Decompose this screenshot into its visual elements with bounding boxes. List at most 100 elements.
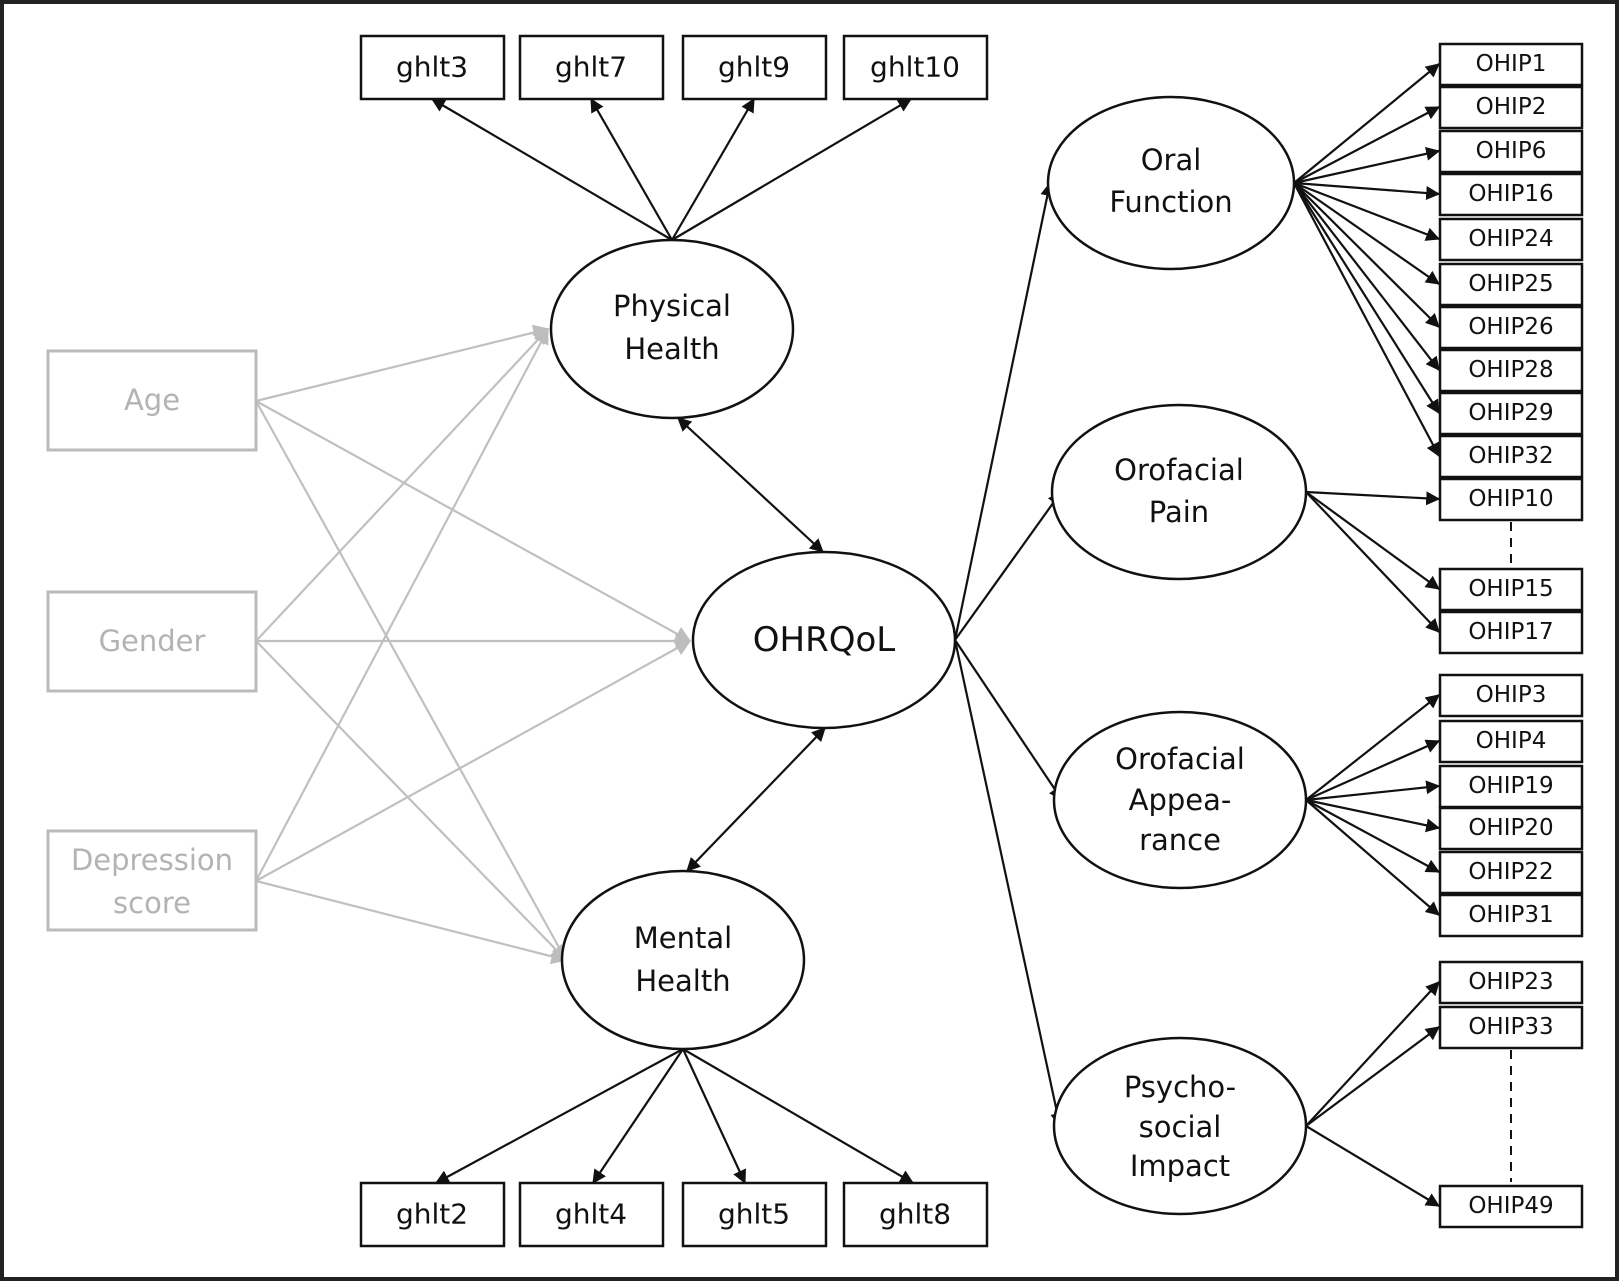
covariate-arrow: [255, 324, 550, 403]
ohip-item: OHIP26: [1438, 305, 1584, 350]
covariate-depression-line1: Depression: [71, 843, 233, 877]
covariate-arrow: [255, 640, 567, 961]
loading-arrow: [434, 1048, 684, 1184]
latent-orofacial-appearance-line1: Orofacial: [1115, 742, 1245, 776]
ohip-item-label: OHIP33: [1468, 1014, 1553, 1040]
ohip-item: OHIP22: [1438, 850, 1584, 895]
latent-psychosocial-impact-line2: social: [1139, 1110, 1222, 1144]
ohip-item: OHIP4: [1438, 719, 1584, 764]
covariate-age: Age: [46, 349, 258, 452]
structural-arrow: [953, 639, 1065, 1128]
item-arrow: [1305, 490, 1441, 506]
structural-arrow: [953, 181, 1055, 641]
ohip-item: OHIP25: [1438, 262, 1584, 307]
ohip-item-label: OHIP16: [1468, 181, 1553, 207]
latent-physical-health: Physical Health: [549, 238, 795, 420]
ohip-item-label: OHIP10: [1468, 486, 1553, 512]
covariate-arrow: [255, 879, 568, 965]
latent-psychosocial-impact-line3: Impact: [1130, 1149, 1230, 1183]
ohip-item-label: OHIP49: [1468, 1193, 1553, 1219]
ohip-item: OHIP17: [1438, 610, 1584, 655]
path-arrows: [255, 63, 1441, 1207]
latent-mental-health: Mental Health: [560, 869, 806, 1051]
ohip-item: OHIP2: [1438, 85, 1584, 130]
loading-arrow: [590, 97, 673, 241]
item-arrow: [1305, 694, 1440, 801]
item-arrow: [1293, 181, 1441, 201]
ohip-item: OHIP3: [1438, 673, 1584, 718]
covariate-arrow: [255, 328, 549, 642]
ohip-item-label: OHIP1: [1476, 51, 1547, 77]
item-arrow: [1305, 799, 1441, 873]
item-arrow: [1305, 491, 1440, 633]
item-arrow: [1305, 739, 1441, 802]
ohip-item-label: OHIP29: [1468, 400, 1553, 426]
ohip-item-label: OHIP4: [1476, 728, 1547, 754]
indicator-ghlt4: ghlt4: [518, 1181, 665, 1248]
correlation-arrow: [677, 417, 824, 553]
indicator-ghlt7-label: ghlt7: [555, 51, 627, 84]
indicator-ghlt3: ghlt3: [359, 34, 506, 101]
ohip-item: OHIP31: [1438, 893, 1584, 938]
item-arrow: [1305, 798, 1441, 833]
ohip-item: OHIP33: [1438, 1005, 1584, 1050]
structural-arrow: [954, 491, 1062, 641]
covariate-gender: Gender: [46, 590, 258, 693]
ohip-item: OHIP16: [1438, 172, 1584, 217]
loading-arrow: [682, 1048, 915, 1184]
loading-arrow: [671, 98, 913, 241]
latent-mental-health-line2: Health: [635, 964, 730, 998]
ohip-item-label: OHIP6: [1476, 138, 1547, 164]
item-arrow: [1293, 182, 1440, 371]
ohip-item: OHIP6: [1438, 129, 1584, 174]
latent-psychosocial-impact-line1: Psycho-: [1124, 1070, 1236, 1104]
item-arrow: [1305, 981, 1440, 1127]
item-arrow: [1305, 491, 1440, 590]
item-arrow: [1305, 1026, 1440, 1127]
indicator-ghlt4-label: ghlt4: [555, 1198, 627, 1231]
indicator-ghlt5: ghlt5: [681, 1181, 828, 1248]
covariate-age-label: Age: [124, 383, 180, 417]
indicator-ghlt10: ghlt10: [842, 34, 989, 101]
indicator-ghlt10-label: ghlt10: [870, 51, 960, 84]
covariate-gender-label: Gender: [99, 624, 206, 658]
indicator-ghlt9-label: ghlt9: [718, 51, 790, 84]
ohip-item: OHIP32: [1438, 434, 1584, 479]
covariate-arrow: [255, 400, 692, 642]
ohip-item-label: OHIP17: [1468, 619, 1553, 645]
ohip-item-label: OHIP2: [1476, 94, 1547, 120]
indicator-ghlt2: ghlt2: [359, 1181, 506, 1248]
item-arrow: [1293, 182, 1440, 458]
ohip-item-label: OHIP31: [1468, 902, 1553, 928]
loading-arrow: [671, 97, 755, 241]
ohip-item-label: OHIP26: [1468, 314, 1553, 340]
latent-mental-health-line1: Mental: [634, 921, 732, 955]
ohip-item: OHIP1: [1438, 42, 1584, 87]
covariate-depression: Depression score: [46, 829, 258, 932]
loading-arrow: [592, 1048, 684, 1184]
latent-physical-health-line1: Physical: [613, 289, 731, 323]
ohip-item-label: OHIP32: [1468, 443, 1553, 469]
item-arrow: [1305, 799, 1440, 916]
ohip-item-label: OHIP23: [1468, 969, 1553, 995]
ohip-item: OHIP29: [1438, 391, 1584, 436]
latent-ohrqol: OHRQoL: [691, 550, 957, 730]
ohip-item-label: OHIP20: [1468, 815, 1553, 841]
ohip-item: OHIP19: [1438, 764, 1584, 809]
item-arrow: [1293, 182, 1440, 285]
covariate-depression-line2: score: [113, 886, 191, 920]
latent-psychosocial-impact: Psycho- social Impact: [1052, 1036, 1308, 1216]
latent-ohrqol-label: OHRQoL: [753, 620, 896, 660]
ohip-item: OHIP10: [1438, 477, 1584, 522]
indicator-ghlt9: ghlt9: [681, 34, 828, 101]
latent-orofacial-appearance-line2: Appea-: [1129, 783, 1232, 817]
ohip-item: OHIP15: [1438, 567, 1584, 612]
ohip-item: OHIP20: [1438, 806, 1584, 851]
ohip-item: OHIP28: [1438, 348, 1584, 393]
latent-oral-function-line2: Function: [1109, 185, 1232, 219]
ohip-item: OHIP24: [1438, 217, 1584, 262]
latent-orofacial-appearance: Orofacial Appea- rance: [1052, 710, 1308, 890]
latent-oral-function: Oral Function: [1046, 95, 1296, 271]
latent-orofacial-pain-line1: Orofacial: [1114, 453, 1244, 487]
